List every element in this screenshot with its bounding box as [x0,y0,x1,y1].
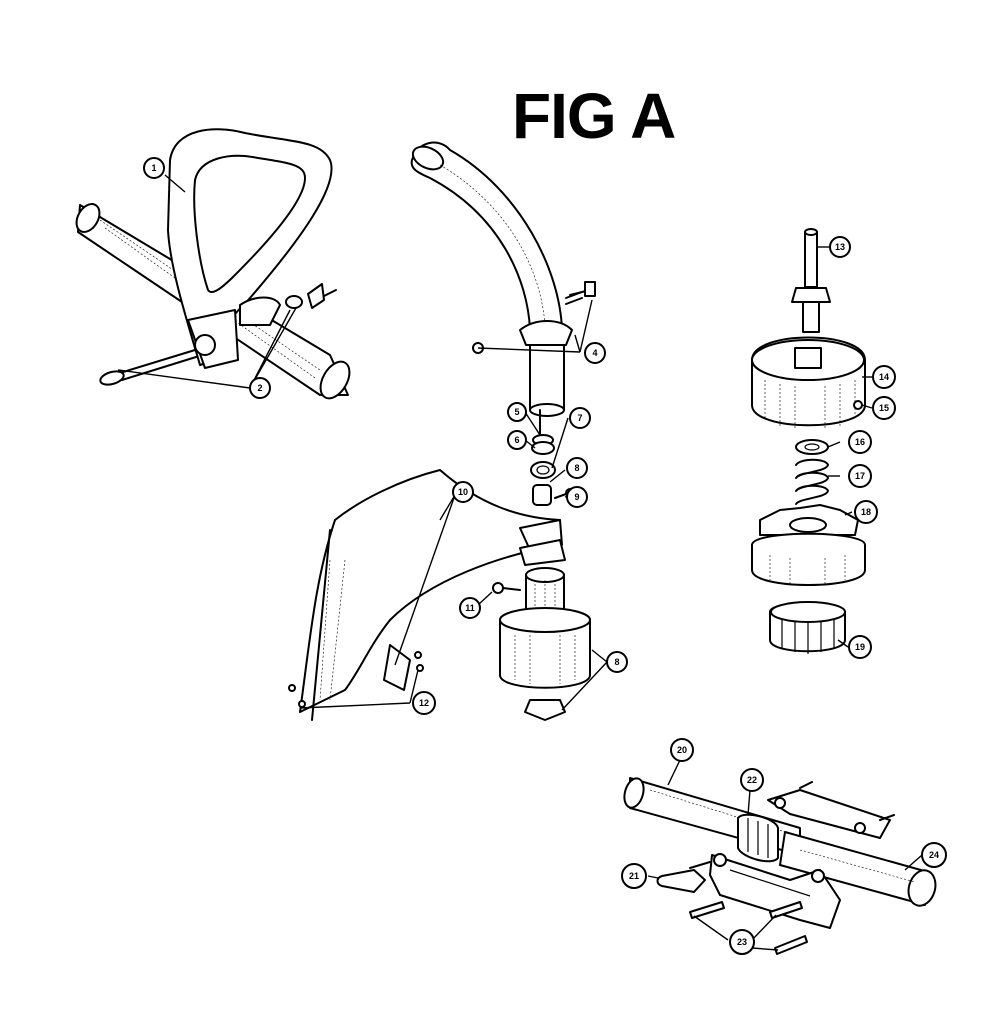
clamp-collar [239,296,281,326]
svg-text:17: 17 [855,471,865,481]
callout-8-upper: 8 [566,457,588,479]
svg-text:8: 8 [614,657,619,667]
svg-text:6: 6 [514,435,519,445]
callout-2: 2 [249,377,271,399]
svg-text:20: 20 [677,745,687,755]
leader-lines [117,174,923,951]
callout-21: 21 [621,863,647,889]
spring-17 [795,458,829,505]
trimmer-head-assembly [751,228,866,654]
svg-text:11: 11 [465,603,475,613]
guard-clip [383,644,411,691]
svg-text:10: 10 [458,487,468,497]
wing-nut [307,283,325,309]
svg-text:24: 24 [929,850,939,860]
callout-6: 6 [507,430,527,450]
guard-assembly [288,141,596,721]
callout-10: 10 [452,481,474,503]
bearing-7 [530,461,556,479]
knob-21 [656,869,706,893]
arbor-nut [791,287,831,303]
shaft-tube-open-end [319,360,351,400]
callouts: 1 2 4 5 6 7 8 9 10 11 8 12 13 14 15 16 1… [143,157,947,955]
callout-12: 12 [412,691,436,715]
shaft-tube-end [75,203,101,233]
callout-8-lower: 8 [606,651,628,673]
callout-15: 15 [872,396,896,420]
curved-drive-shaft [410,141,563,331]
svg-text:8: 8 [574,463,579,473]
clamp-bolt-hole [194,334,216,356]
svg-text:15: 15 [879,403,889,413]
svg-text:13: 13 [835,242,845,252]
svg-text:14: 14 [879,372,889,382]
clamp-bolt-shaft [119,349,196,374]
clamp-bolt [584,281,596,297]
grass-guard [299,469,561,713]
callout-1: 1 [143,157,165,179]
svg-text:2: 2 [257,383,262,393]
washer-16-icon [795,439,829,455]
svg-text:4: 4 [592,348,597,358]
callout-24: 24 [921,842,947,868]
callout-4: 4 [584,342,606,364]
callout-20: 20 [670,738,694,762]
washer-icon [285,295,303,309]
bolt-knob [99,370,125,386]
square-hub [794,347,822,369]
callout-9: 9 [566,486,588,508]
coupling-8 [532,484,552,506]
figure-title: FIG A [512,80,675,152]
callout-23: 23 [729,929,755,955]
head-nut [524,699,566,721]
svg-text:12: 12 [419,698,429,708]
svg-text:21: 21 [629,871,639,881]
callout-13: 13 [829,236,851,258]
lower-clamp-body [709,854,841,929]
shaft-clamp [519,320,573,346]
loop-handle-opening [193,154,306,294]
svg-text:19: 19 [855,642,865,652]
svg-text:5: 5 [514,407,519,417]
callout-22: 22 [740,768,764,792]
handle-assembly [75,128,351,400]
svg-text:7: 7 [577,413,582,423]
coupler-assembly [623,777,937,955]
svg-text:9: 9 [574,492,579,502]
bolt-23c [774,935,808,955]
spool-base [751,532,866,586]
screw-11 [492,582,504,594]
svg-text:22: 22 [747,775,757,785]
eyelet-15 [853,400,863,410]
bolt-23a [689,901,725,919]
arbor-bolt [804,231,818,288]
callout-14: 14 [872,365,896,389]
svg-text:1: 1 [151,163,156,173]
callout-17: 17 [848,464,872,488]
callout-11: 11 [459,597,481,619]
bolt-23b [769,901,803,919]
svg-text:23: 23 [737,937,747,947]
callout-16: 16 [848,430,872,454]
shaft-top-end [411,145,445,171]
callout-19: 19 [848,635,872,659]
callout-7: 7 [569,407,591,429]
callout-5: 5 [507,402,527,422]
svg-text:16: 16 [855,437,865,447]
svg-text:18: 18 [861,507,871,517]
callout-18: 18 [854,500,878,524]
